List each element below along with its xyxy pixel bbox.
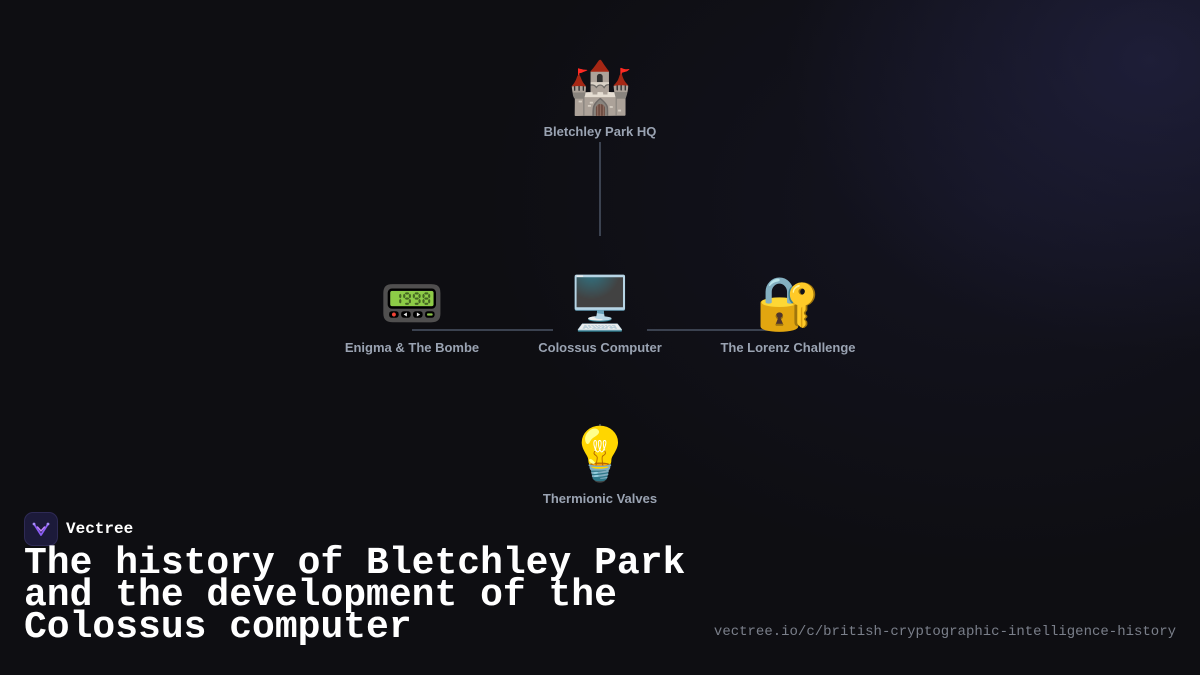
brand[interactable]: Vectree <box>24 512 133 546</box>
light-bulb-icon: 💡 <box>567 425 633 485</box>
node-lorenz-challenge[interactable]: 🔐 The Lorenz Challenge <box>678 274 898 355</box>
node-label: Thermionic Valves <box>542 491 658 506</box>
node-label: Bletchley Park HQ <box>543 124 657 139</box>
brand-name: Vectree <box>66 520 134 538</box>
node-label: Enigma & The Bombe <box>344 340 480 355</box>
source-url[interactable]: vectree.io/c/british-cryptographic-intel… <box>713 624 1176 640</box>
locked-with-key-icon: 🔐 <box>755 274 821 334</box>
node-enigma-bombe[interactable]: 📟 Enigma & The Bombe <box>302 274 522 355</box>
node-label: Colossus Computer <box>538 340 662 355</box>
node-label: The Lorenz Challenge <box>720 340 856 355</box>
desktop-computer-icon: 🖥️ <box>567 274 633 334</box>
page-title: The history of Bletchley Park and the de… <box>24 542 686 649</box>
node-colossus-computer[interactable]: 🖥️ Colossus Computer <box>490 274 710 355</box>
node-thermionic-valves[interactable]: 💡 Thermionic Valves <box>490 425 710 506</box>
node-bletchley-park-hq[interactable]: 🏰 Bletchley Park HQ <box>490 58 710 139</box>
castle-icon: 🏰 <box>567 58 633 118</box>
vectree-logo-icon <box>24 512 58 546</box>
pager-icon: 📟 <box>379 274 445 334</box>
